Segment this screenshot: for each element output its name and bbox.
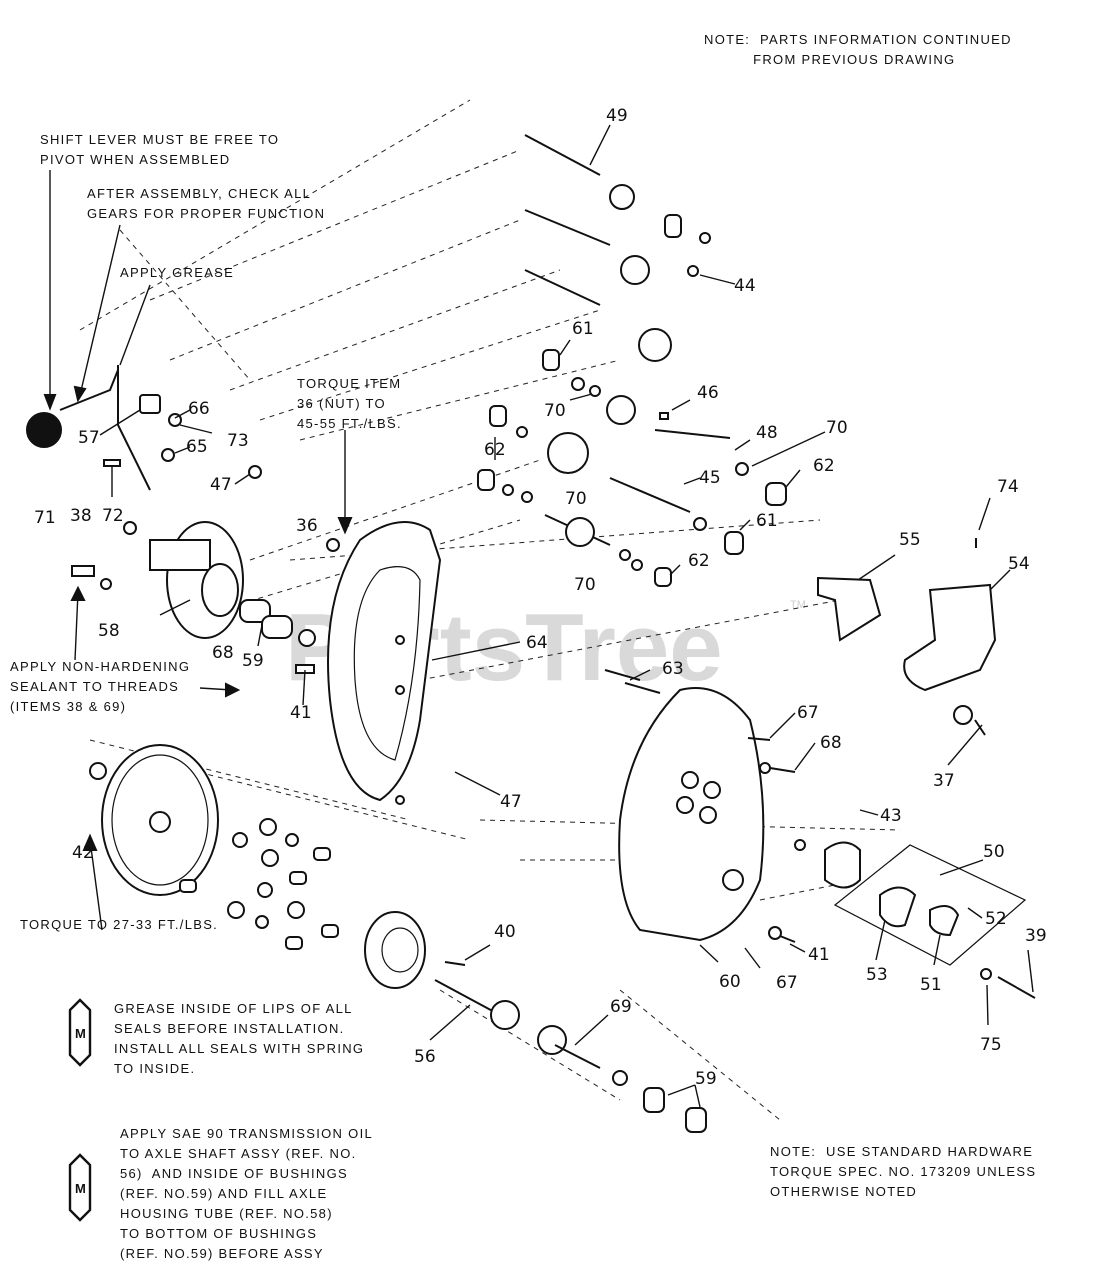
part-label-38: 38 — [70, 506, 92, 526]
part-label-59: 59 — [242, 651, 264, 671]
watermark-trademark: TM — [790, 599, 806, 611]
axle-housing-tube-58 — [71, 521, 316, 674]
part-label-55: 55 — [899, 530, 921, 550]
part-label-63: 63 — [662, 659, 684, 679]
marker-m-oil-label: M — [75, 1181, 86, 1196]
note-check-gears: AFTER ASSEMBLY, CHECK ALL GEARS FOR PROP… — [87, 186, 326, 221]
marker-m-grease: M — [68, 998, 92, 1067]
part-label-61: 61 — [572, 319, 594, 339]
part-label-54: 54 — [1008, 554, 1030, 574]
note-sae90-oil: APPLY SAE 90 TRANSMISSION OIL TO AXLE SH… — [120, 1126, 374, 1261]
part-label-62: 62 — [813, 456, 835, 476]
part-label-70: 70 — [544, 401, 566, 421]
part-label-58: 58 — [98, 621, 120, 641]
shift-knob-71 — [26, 412, 62, 448]
part-label-71: 71 — [34, 508, 56, 528]
note-torque-27-33: TORQUE TO 27-33 FT./LBS. — [20, 917, 219, 932]
part-label-60: 60 — [719, 972, 741, 992]
part-label-47: 47 — [500, 792, 522, 812]
part-label-67: 67 — [797, 703, 819, 723]
part-label-69: 69 — [610, 997, 632, 1017]
part-label-64: 64 — [526, 633, 548, 653]
part-label-66: 66 — [188, 399, 210, 419]
shafts-and-gears — [477, 134, 787, 587]
part-label-65: 65 — [186, 437, 208, 457]
part-label-42: 42 — [72, 843, 94, 863]
part-label-57: 57 — [78, 428, 100, 448]
part-label-68: 68 — [820, 733, 842, 753]
housing-half-64 — [326, 521, 442, 805]
part-label-52: 52 — [985, 909, 1007, 929]
note-grease-seals: GREASE INSIDE OF LIPS OF ALL SEALS BEFOR… — [114, 1001, 365, 1076]
part-label-56: 56 — [414, 1047, 436, 1067]
part-label-46: 46 — [697, 383, 719, 403]
part-label-70: 70 — [565, 489, 587, 509]
note-shift-lever-free: SHIFT LEVER MUST BE FREE TO PIVOT WHEN A… — [40, 132, 280, 167]
part-label-68: 68 — [212, 643, 234, 663]
part-label-43: 43 — [880, 806, 902, 826]
brackets — [817, 538, 997, 736]
note-parts-info-continued: NOTE: PARTS INFORMATION CONTINUED FROM P… — [704, 32, 1012, 67]
note-standard-hardware: NOTE: USE STANDARD HARDWARE TORQUE SPEC.… — [770, 1144, 1037, 1199]
shift-lever-assembly — [26, 365, 262, 491]
part-label-40: 40 — [494, 922, 516, 942]
part-number-labels: 49 44 61 46 70 48 70 62 45 62 70 61 62 7… — [34, 106, 1047, 1089]
housing-half-60 — [604, 669, 806, 942]
part-label-50: 50 — [983, 842, 1005, 862]
part-label-47: 47 — [210, 475, 232, 495]
part-label-62: 62 — [484, 440, 506, 460]
part-label-74: 74 — [997, 477, 1019, 497]
part-label-70: 70 — [826, 418, 848, 438]
note-torque-item-36: TORQUE ITEM 36 (NUT) TO 45-55 FT./LBS. — [297, 376, 402, 431]
leader-lines — [43, 124, 1034, 1108]
part-label-48: 48 — [756, 423, 778, 443]
note-apply-grease: APPLY GREASE — [120, 265, 235, 280]
part-label-70: 70 — [574, 575, 596, 595]
part-label-53: 53 — [866, 965, 888, 985]
part-label-67: 67 — [776, 973, 798, 993]
part-label-37: 37 — [933, 771, 955, 791]
part-label-36: 36 — [296, 516, 318, 536]
marker-m-grease-label: M — [75, 1026, 86, 1041]
part-label-61: 61 — [756, 511, 778, 531]
ring-gear-differential — [89, 744, 466, 989]
note-sealant: APPLY NON-HARDENING SEALANT TO THREADS (… — [10, 659, 191, 714]
part-label-39: 39 — [1025, 926, 1047, 946]
part-label-75: 75 — [980, 1035, 1002, 1055]
part-label-72: 72 — [102, 506, 124, 526]
part-label-73: 73 — [227, 431, 249, 451]
axle-shafts — [434, 979, 707, 1133]
part-label-44: 44 — [734, 276, 756, 296]
marker-m-oil: M — [68, 1153, 92, 1222]
part-label-41: 41 — [808, 945, 830, 965]
part-label-59: 59 — [695, 1069, 717, 1089]
part-label-49: 49 — [606, 106, 628, 126]
part-label-62: 62 — [688, 551, 710, 571]
brake-assembly-50 — [768, 841, 1036, 999]
part-label-45: 45 — [699, 468, 721, 488]
part-label-41: 41 — [290, 703, 312, 723]
part-label-51: 51 — [920, 975, 942, 995]
